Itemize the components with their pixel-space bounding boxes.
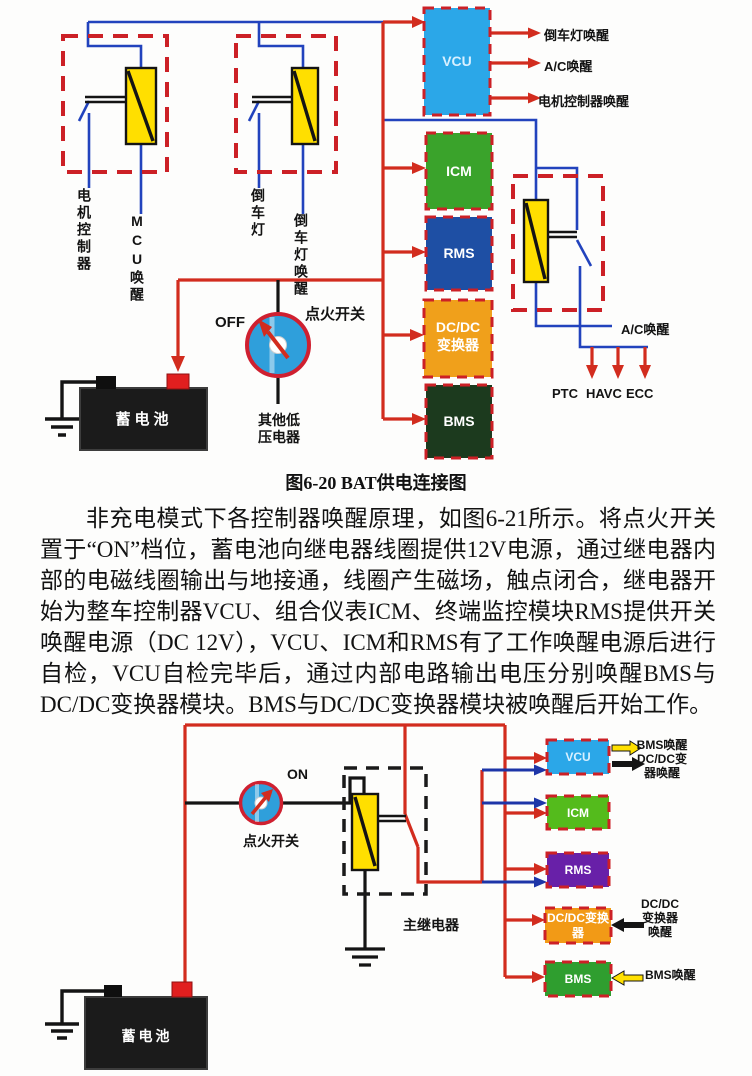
red-arrowheads-bottom bbox=[532, 752, 547, 983]
dcdc-label1-bottom: DC/DC变换 bbox=[547, 910, 610, 925]
bms-in-arrow bbox=[611, 970, 644, 986]
dcdc-wake-input-label: DC/DC 变换器 唤醒 bbox=[630, 897, 690, 939]
modules-bottom: VCU ICM RMS DC/DC变换 器 BMS bbox=[543, 738, 613, 998]
main-relay-label: 主继电器 bbox=[403, 917, 459, 933]
ecc-label: ECC bbox=[626, 386, 654, 401]
relay2-enclosure bbox=[234, 34, 338, 174]
vcu-output1-label: 倒车灯唤醒 bbox=[544, 28, 610, 43]
rms-box-top bbox=[424, 215, 494, 292]
ignition-label-bottom: 点火开关 bbox=[243, 833, 299, 849]
red-wires-top bbox=[176, 20, 647, 421]
paragraph-line: DC/DC变换器模块。BMS与DC/DC变换器模块被唤醒后开始工作。 bbox=[40, 692, 713, 717]
bms-label-top: BMS bbox=[443, 413, 474, 429]
dcdc-box-bottom bbox=[543, 906, 613, 945]
dcdc-in-line3: 唤醒 bbox=[647, 925, 672, 939]
ignition-switch-top[interactable] bbox=[245, 312, 311, 378]
battery-label-bottom: 蓄电池 bbox=[121, 1028, 173, 1044]
relay-contacts-top bbox=[85, 95, 577, 239]
bms-box-top bbox=[424, 383, 494, 460]
vcu-output2-label: A/C唤醒 bbox=[544, 59, 593, 74]
icm-label-top: ICM bbox=[446, 163, 472, 179]
ignition-switch-bottom[interactable] bbox=[238, 780, 284, 826]
switch-pointer bbox=[258, 319, 272, 337]
relay1-enclosure bbox=[61, 34, 169, 174]
battery-top bbox=[45, 373, 208, 451]
red-arrowheads-top bbox=[171, 16, 651, 425]
battery-neg-terminal bbox=[96, 376, 116, 389]
dcdc-in-arrow bbox=[611, 918, 644, 932]
top-circuit-diagram: VCU ICM RMS DC/DC 变换器 BMS bbox=[45, 6, 651, 460]
rms-label-bottom: RMS bbox=[565, 863, 592, 877]
vcu-out-line1: BMS唤醒 bbox=[636, 738, 688, 752]
main-relay-enclosure bbox=[342, 766, 428, 896]
battery-bottom bbox=[45, 981, 208, 1070]
bms-wake-input-label: BMS唤醒 bbox=[645, 968, 696, 982]
main-relay-contact bbox=[378, 814, 406, 823]
rms-box-bottom bbox=[545, 851, 611, 889]
vcu-yellow-out-arrow bbox=[611, 740, 642, 756]
vcu-box-bottom bbox=[545, 738, 611, 776]
icm-label-bottom: ICM bbox=[567, 806, 589, 820]
rms-label-top: RMS bbox=[443, 245, 474, 261]
bottom-circuit-diagram: VCU ICM RMS DC/DC变换 器 BMS bbox=[45, 723, 645, 1070]
ignition-state-bottom: ON bbox=[287, 766, 308, 782]
dcdc-label2-bottom: 器 bbox=[571, 926, 585, 940]
dcdc-label2-top: 变换器 bbox=[437, 337, 480, 353]
ptc-label: PTC bbox=[552, 386, 578, 401]
relay-ground-symbol bbox=[345, 947, 385, 967]
dcdc-in-line2: 变换器 bbox=[641, 911, 678, 925]
havc-label: HAVC bbox=[586, 386, 622, 401]
icm-box-bottom bbox=[545, 794, 611, 831]
body-paragraph: 非充电模式下各控制器唤醒原理，如图6-21所示。将点火开关 置于“ON”档位，蓄… bbox=[40, 503, 716, 720]
vcu-box-top bbox=[422, 6, 492, 117]
vcu-label-bottom: VCU bbox=[565, 750, 590, 764]
dcdc-in-line1: DC/DC bbox=[641, 897, 679, 911]
ignition-state-top: OFF bbox=[215, 314, 245, 331]
modules-top: VCU ICM RMS DC/DC 变换器 BMS bbox=[422, 6, 494, 460]
dcdc-box-top bbox=[422, 298, 494, 379]
figure-caption: 图6-20 BAT供电连接图 bbox=[285, 473, 467, 493]
blue-wires-top bbox=[77, 20, 648, 349]
vcu-output3-label: 电机控制器唤醒 bbox=[538, 94, 630, 109]
blue-arrowheads-bottom bbox=[534, 764, 547, 888]
vcu-black-out-arrow bbox=[612, 757, 645, 771]
icm-box-top bbox=[424, 131, 494, 211]
paragraph-line: 部的电磁线圈输出与地接通，线圈产生磁场，触点闭合，继电器开 bbox=[40, 568, 716, 593]
bms-label-bottom: BMS bbox=[565, 972, 592, 986]
main-relay-coil-diagonal bbox=[353, 796, 377, 867]
switch-pointer bbox=[261, 789, 273, 802]
ac-relay-enclosure bbox=[511, 174, 605, 312]
vcu-out-line2: DC/DC变 bbox=[637, 752, 687, 766]
black-wires-bottom bbox=[185, 776, 385, 967]
paragraph-line: 自检，VCU自检完毕后，通过内部电路输出电压分别唤醒BMS与 bbox=[40, 661, 716, 686]
blue-wires-bottom bbox=[482, 768, 534, 884]
paragraph-line: 始为整车控制器VCU、组合仪表ICM、终端监控模块RMS提供开关 bbox=[40, 599, 716, 624]
relay2-load-label: 倒车灯 bbox=[250, 188, 266, 239]
vcu-label-top: VCU bbox=[442, 53, 472, 69]
battery-neg-terminal bbox=[104, 985, 122, 997]
red-wires-bottom bbox=[183, 723, 534, 982]
signal-arrows-bottom bbox=[611, 740, 645, 986]
battery-pos-terminal bbox=[171, 981, 193, 998]
ac-wake-label: A/C唤醒 bbox=[621, 322, 670, 337]
relay1-wake-label: MCU唤醒 bbox=[129, 213, 145, 304]
other-low-voltage-label: 其他低压电器 bbox=[258, 412, 300, 445]
battery-label-top: 蓄电池 bbox=[115, 411, 173, 428]
ground-symbol bbox=[45, 417, 79, 437]
relay2-wake-label: 倒车灯唤醒 bbox=[293, 213, 309, 298]
dcdc-label1-top: DC/DC bbox=[436, 319, 480, 335]
relay-coil-diagonals-top bbox=[126, 70, 547, 280]
battery-pos-terminal bbox=[166, 373, 190, 390]
paragraph-line: 唤醒电源（DC 12V），VCU、ICM和RMS有了工作唤醒电源后进行 bbox=[40, 630, 716, 655]
paragraph-line: 置于“ON”档位，蓄电池向继电器线圈提供12V电源，通过继电器内 bbox=[40, 537, 716, 562]
vcu-wake-outputs-label: BMS唤醒 DC/DC变 器唤醒 bbox=[628, 738, 696, 780]
vcu-out-line3: 器唤醒 bbox=[643, 766, 680, 780]
paragraph-line: 非充电模式下各控制器唤醒原理，如图6-21所示。将点火开关 bbox=[86, 506, 716, 531]
relay1-load-label: 电机控制器 bbox=[76, 188, 92, 273]
bms-box-bottom bbox=[543, 960, 613, 998]
ground-symbol bbox=[45, 1022, 79, 1040]
ignition-label-top: 点火开关 bbox=[305, 306, 366, 323]
